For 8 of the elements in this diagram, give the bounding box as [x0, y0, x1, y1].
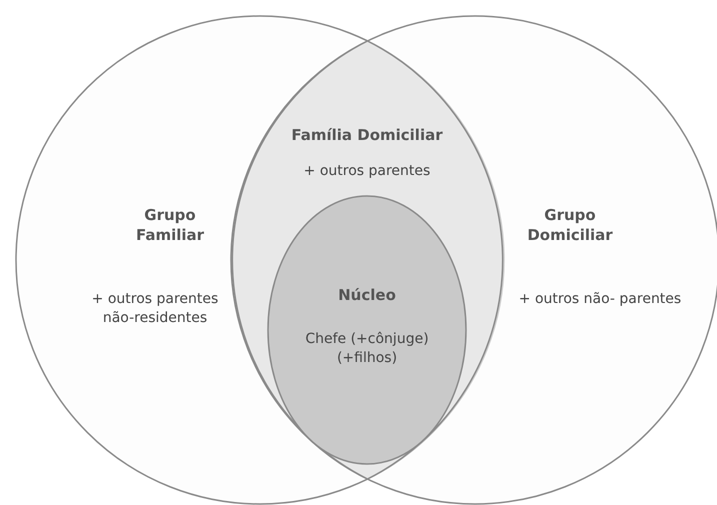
set-note: + outros parentes	[302, 162, 432, 181]
set-title: Núcleo	[337, 285, 397, 306]
set-note: + outros não- parentes	[518, 290, 682, 309]
set-title: Grupo Familiar	[134, 205, 206, 246]
set-title: Família Domiciliar	[290, 125, 444, 146]
set-note: + outros parentes não-residentes	[90, 290, 220, 328]
set-title: Grupo Domiciliar	[526, 205, 614, 246]
set-note: Chefe (+cônjuge) (+filhos)	[304, 330, 430, 368]
